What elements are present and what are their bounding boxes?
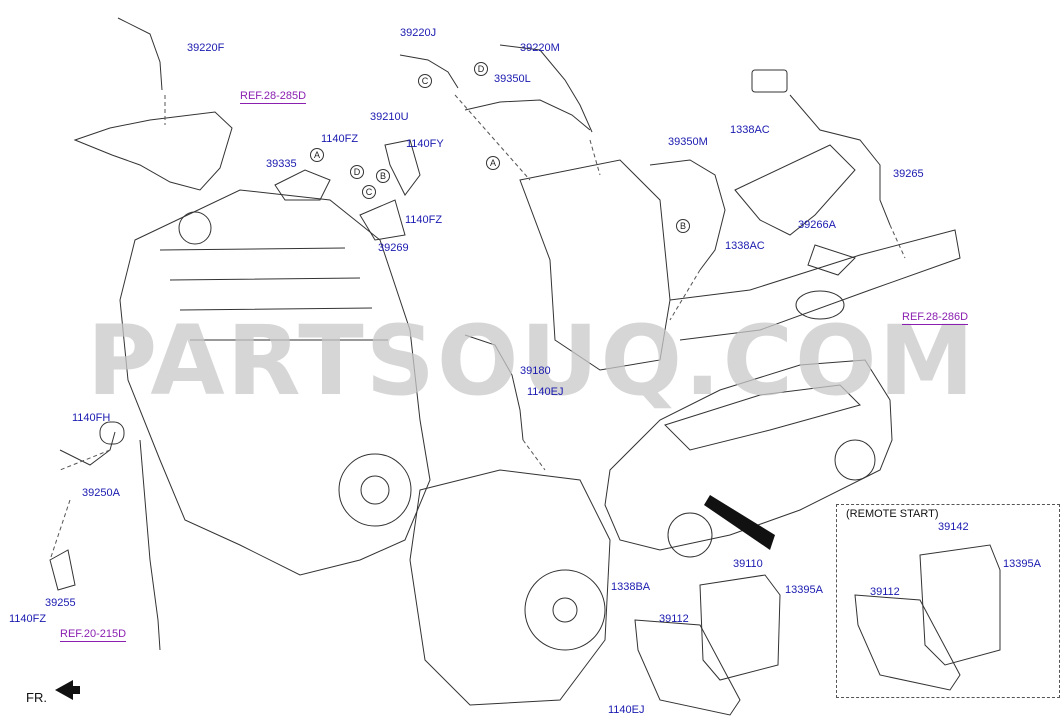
wire-39350m (649, 159, 726, 271)
part-label[interactable]: 39266A (798, 219, 836, 231)
vehicle-wheel-rear (834, 439, 876, 481)
part-label[interactable]: 39335 (266, 158, 297, 170)
part-label[interactable]: 39112 (659, 613, 689, 625)
heat-shield (73, 111, 233, 191)
front-label: FR. (26, 690, 47, 705)
front-arrow-icon (55, 680, 80, 700)
wire-39220j (399, 54, 459, 89)
dipstick (139, 439, 161, 651)
wire-39220m (499, 44, 593, 133)
wire-39250a (59, 431, 116, 466)
bracket-39255 (49, 549, 76, 591)
part-label[interactable]: 1140FZ (321, 133, 359, 145)
o2-sensor-wire-39220f (117, 17, 163, 91)
transmission (409, 469, 611, 706)
part-label[interactable]: 39220J (400, 27, 437, 39)
callout-d: D (474, 62, 488, 76)
part-label[interactable]: 1338AC (725, 240, 765, 252)
part-label[interactable]: 1140EJ (608, 704, 645, 716)
wire-39180 (464, 334, 524, 441)
part-label[interactable]: 39180 (520, 365, 551, 377)
catalytic-converter (519, 159, 671, 371)
part-label[interactable]: 1140EJ (527, 386, 564, 398)
wire-39265 (789, 94, 891, 226)
ref-28-285d[interactable]: REF.28-285D (240, 90, 307, 104)
ref-20-215d[interactable]: REF.20-215D (60, 628, 127, 642)
sensor-39210u (384, 139, 421, 196)
part-label[interactable]: 39210U (370, 111, 409, 123)
part-label[interactable]: 1338BA (611, 581, 651, 593)
engine-block (119, 189, 431, 576)
ref-28-286d[interactable]: REF.28-286D (902, 311, 969, 325)
ecu-39110 (699, 574, 781, 681)
ecu-39142 (919, 544, 1001, 666)
pressure-sensor-39265 (751, 69, 788, 93)
part-label[interactable]: 13395A (785, 584, 823, 596)
callout-b: B (676, 219, 690, 233)
part-label[interactable]: 39110 (733, 558, 763, 570)
part-label[interactable]: 39220F (187, 42, 225, 54)
part-label[interactable]: 39269 (378, 242, 409, 254)
callout-c: C (362, 185, 376, 199)
callout-b: B (376, 169, 390, 183)
bracket-39269 (359, 199, 406, 241)
callout-d: D (350, 165, 364, 179)
watermark: PARTSOUQ.COM (86, 305, 977, 417)
exhaust-pipe (669, 229, 961, 341)
sensor-39335 (274, 169, 331, 201)
vehicle-pointer (704, 495, 775, 550)
part-label[interactable]: 39350L (494, 73, 531, 85)
part-label[interactable]: 13395A (1003, 558, 1041, 570)
part-label[interactable]: 39350M (668, 136, 708, 148)
vehicle-wheel-front (667, 512, 713, 558)
part-label[interactable]: 39255 (45, 597, 76, 609)
ecu-bracket-39112 (634, 619, 741, 716)
part-label[interactable]: 1140FZ (405, 214, 443, 226)
remote-start-box (836, 504, 1060, 698)
remote-start-title: (REMOTE START) (846, 508, 939, 520)
callout-c: C (418, 74, 432, 88)
part-label[interactable]: 1140FZ (9, 613, 47, 625)
part-label[interactable]: 39142 (938, 521, 969, 533)
part-label[interactable]: 1338AC (730, 124, 770, 136)
wire-39350l (464, 99, 591, 131)
part-label[interactable]: 1140FH (72, 412, 111, 424)
oil-filler-cap (178, 211, 212, 245)
part-label[interactable]: 1140FY (406, 138, 444, 150)
part-label[interactable]: 39265 (893, 168, 924, 180)
part-label[interactable]: 39112 (870, 586, 900, 598)
part-label[interactable]: 39250A (82, 487, 120, 499)
knock-sensor-39250a (99, 421, 125, 445)
engine-pulley (338, 453, 412, 527)
callout-a: A (486, 156, 500, 170)
vehicle-illustration (604, 359, 893, 551)
sensor-bracket (734, 144, 856, 236)
callout-a: A (310, 148, 324, 162)
part-label[interactable]: 39220M (520, 42, 560, 54)
ecu-bracket-39112-remote (854, 594, 961, 691)
